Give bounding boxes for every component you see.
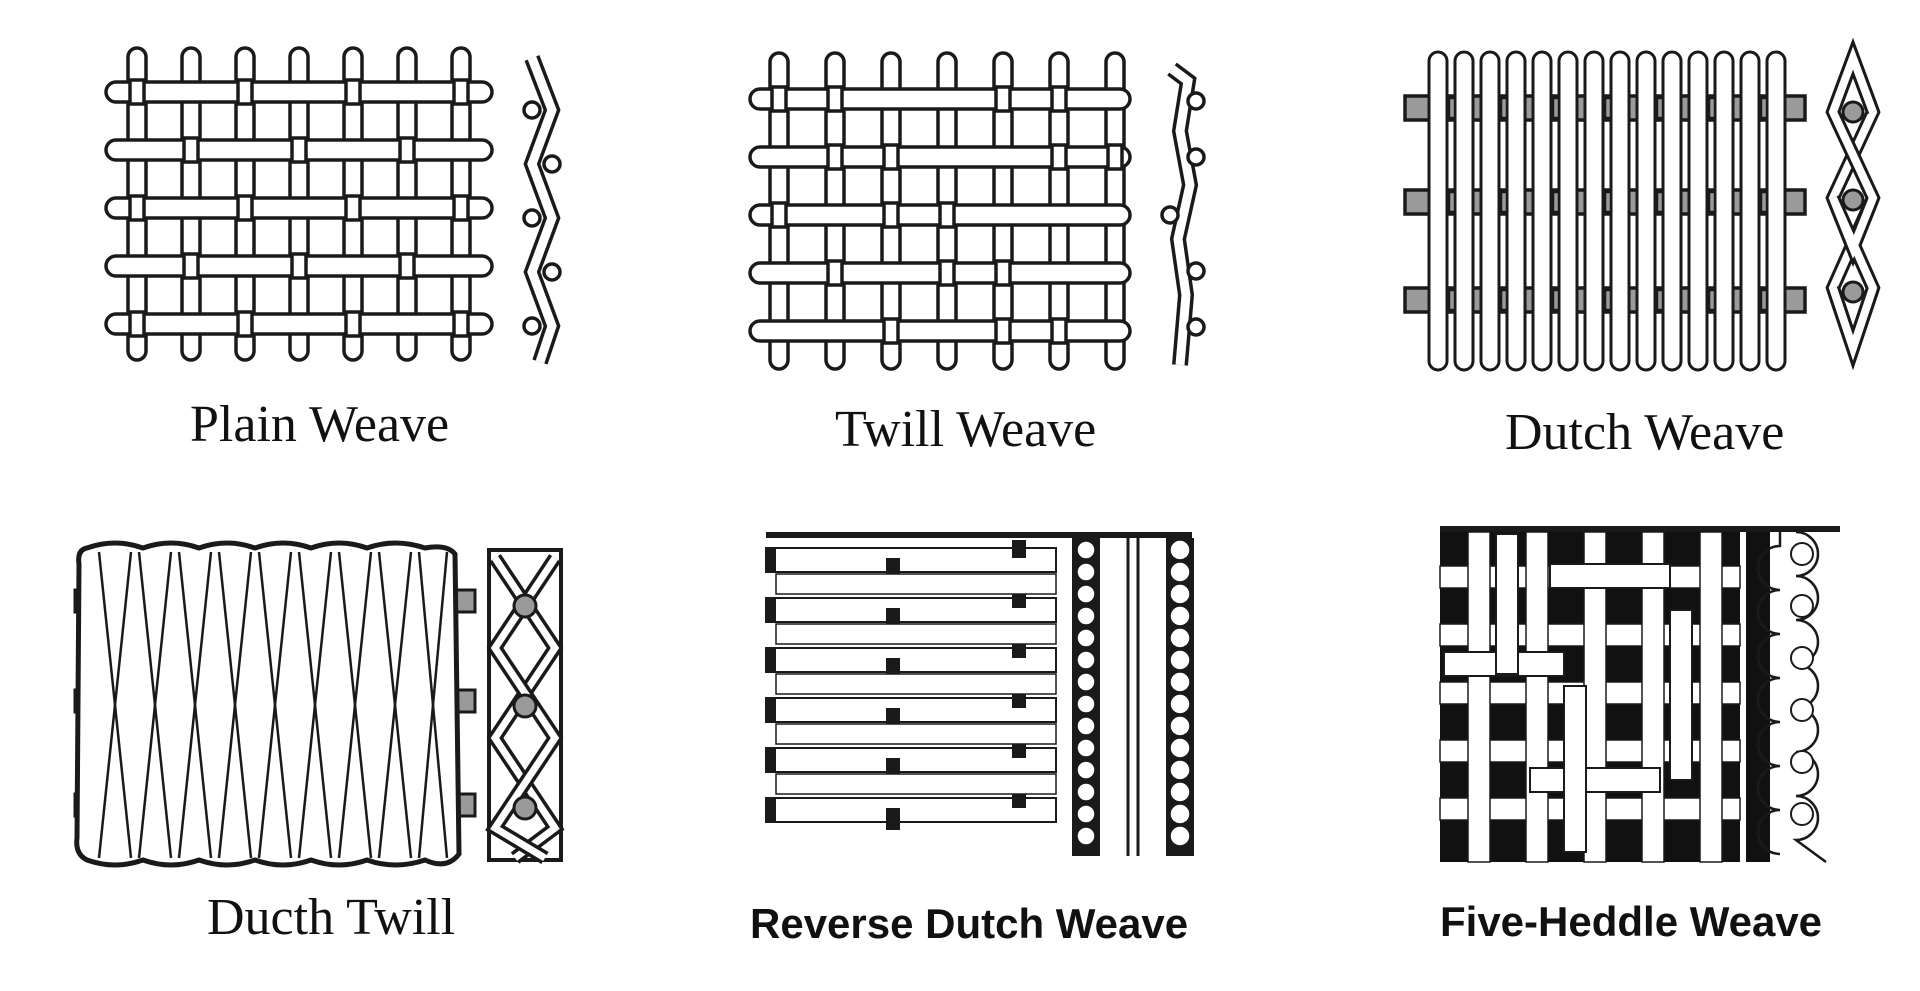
- dutch-weave-diagram: Dutch Weave: [1403, 37, 1885, 461]
- twill-weave-illustration: [748, 51, 1206, 371]
- plain-weave-label: Plain Weave: [190, 396, 450, 453]
- twill-weave-label: Twill Weave: [835, 401, 1097, 458]
- five-heddle-weave-diagram: Five-Heddle Weave: [1439, 526, 1840, 945]
- dutch-twill-label: Ducth Twill: [207, 889, 456, 946]
- dutch-twill-illustration: [73, 540, 565, 868]
- dutch-weave-label: Dutch Weave: [1505, 404, 1785, 461]
- dutch-weave-illustration: [1403, 37, 1881, 372]
- reverse-dutch-weave-illustration: [765, 532, 1194, 856]
- reverse-dutch-weave-diagram: Reverse Dutch Weave: [750, 532, 1206, 947]
- twill-weave-diagram: Twill Weave: [748, 45, 1230, 458]
- five-heddle-weave-illustration: [1439, 526, 1840, 864]
- five-heddle-weave-label: Five-Heddle Weave: [1440, 898, 1823, 945]
- plain-weave-diagram: Plain Weave: [100, 40, 580, 453]
- plain-weave-illustration: [104, 46, 562, 365]
- reverse-dutch-weave-label: Reverse Dutch Weave: [750, 900, 1189, 947]
- dutch-twill-diagram: Ducth Twill: [73, 538, 575, 946]
